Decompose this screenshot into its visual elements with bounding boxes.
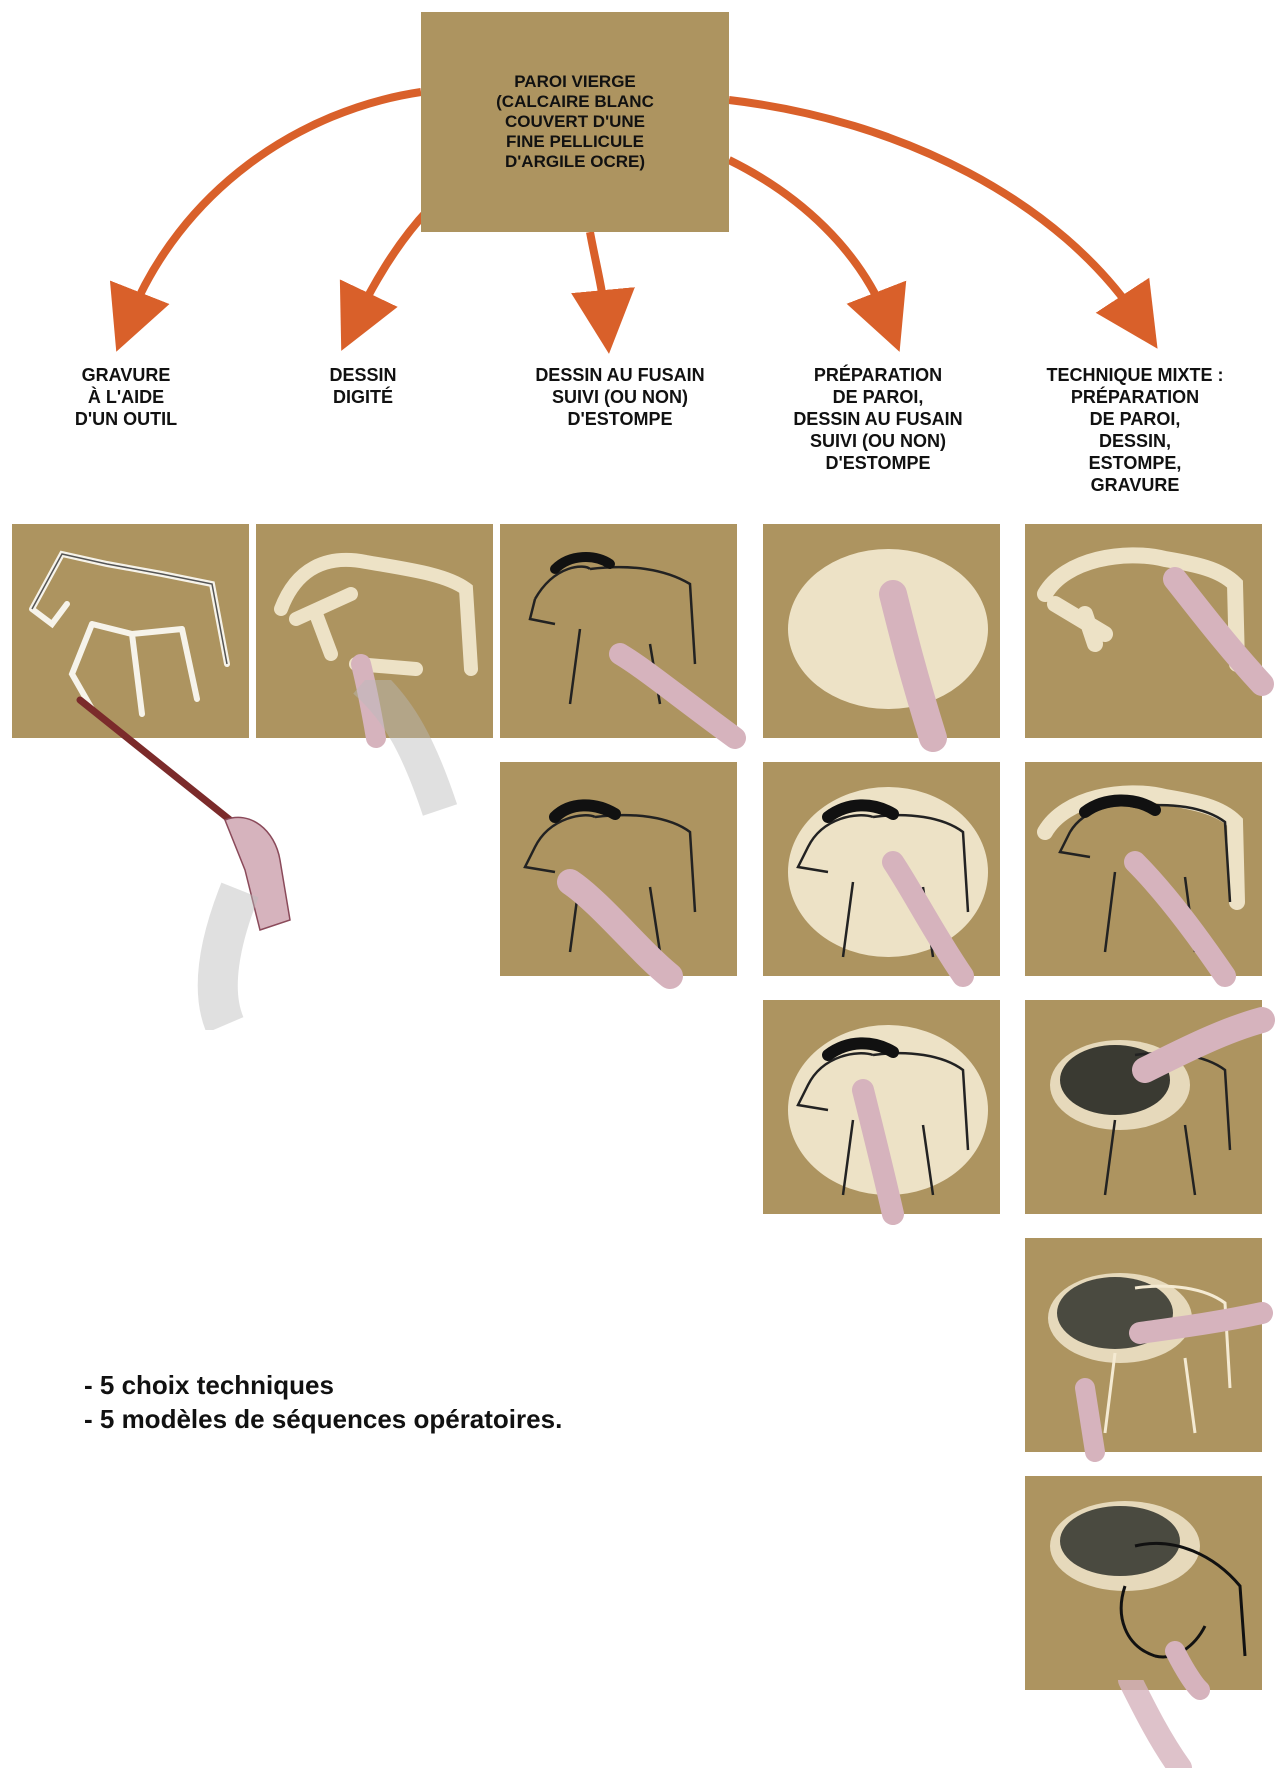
panel-charcoal-drawing: [500, 524, 737, 738]
panel-mixed-step-2: [1025, 762, 1262, 976]
technique-label-charcoal: DESSIN AU FUSAIN SUIVI (OU NON) D'ESTOMP…: [510, 364, 730, 430]
technique-label-finger: DESSIN DIGITÉ: [253, 364, 473, 408]
panel-preparation-step-3: [763, 1000, 1000, 1214]
technique-label-mixed: TECHNIQUE MIXTE : PRÉPARATION DE PAROI, …: [1025, 364, 1245, 496]
root-label: PAROI VIERGE (CALCAIRE BLANC COUVERT D'U…: [496, 72, 654, 172]
finger-drawn-horse: [281, 560, 471, 669]
arrow-to-preparation: [729, 160, 888, 322]
arrow-to-charcoal: [590, 232, 606, 322]
summary-notes: - 5 choix techniques - 5 modèles de séqu…: [84, 1368, 562, 1436]
panel-mixed-step-3: [1025, 1000, 1262, 1214]
technique-label-engraving: GRAVURE À L'AIDE D'UN OUTIL: [16, 364, 236, 430]
arrow-to-finger-drawing: [355, 210, 428, 322]
summary-line-sequences: - 5 modèles de séquences opératoires.: [84, 1402, 562, 1436]
final-hand-shadow: [1090, 1680, 1210, 1768]
panel-charcoal-stumping: [500, 762, 737, 976]
panel-preparation-step-1: [763, 524, 1000, 738]
summary-line-techniques: - 5 choix techniques: [84, 1368, 562, 1402]
engraving-tool-and-hand: [60, 690, 300, 1030]
panel-mixed-step-4: [1025, 1238, 1262, 1452]
technique-label-preparation: PRÉPARATION DE PAROI, DESSIN AU FUSAIN S…: [768, 364, 988, 474]
panel-mixed-step-5-lion-and-horse: [1025, 1476, 1262, 1690]
panel-mixed-step-1: [1025, 524, 1262, 738]
root-box-blank-wall: PAROI VIERGE (CALCAIRE BLANC COUVERT D'U…: [421, 12, 729, 232]
arrow-to-mixed: [729, 100, 1140, 322]
finger-drawing-hand: [330, 680, 470, 820]
panel-preparation-step-2: [763, 762, 1000, 976]
